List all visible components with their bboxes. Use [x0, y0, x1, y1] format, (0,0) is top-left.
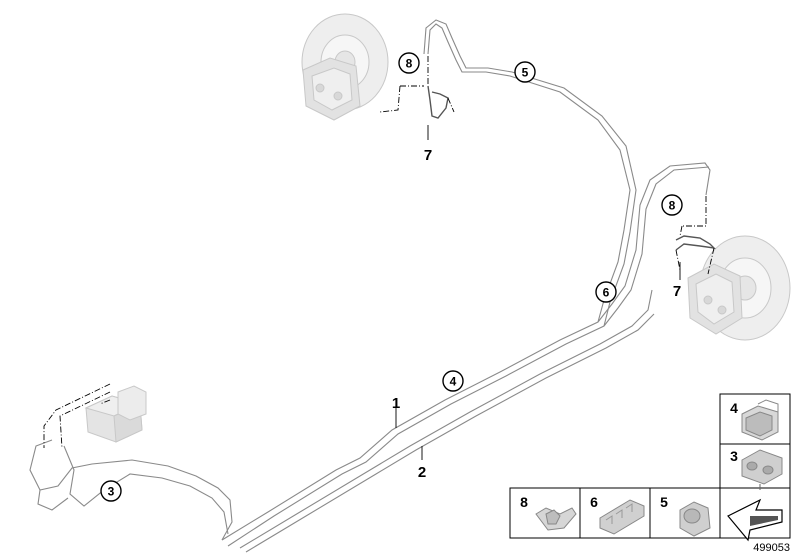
multi-pipe-clip-icon	[599, 499, 645, 535]
brake-pipe-1-outer	[227, 166, 710, 547]
legend-item-4-number: 4	[730, 400, 738, 416]
brake-pipe-3	[29, 439, 233, 541]
brake-pipe-lines	[29, 19, 711, 553]
legend-item-6: 6	[590, 494, 645, 535]
arrow-icon	[727, 498, 783, 542]
callout-6: 6	[595, 281, 617, 303]
brake-pipe-1	[221, 162, 711, 541]
spring-clip-icon	[535, 507, 577, 531]
label-7-right: 7	[673, 283, 681, 300]
callout-8-top-text: 8	[406, 57, 413, 71]
label-1: 1	[392, 395, 400, 412]
brake-pipe-3-c	[37, 489, 69, 511]
legend-item-5-number: 5	[660, 494, 668, 510]
label-2: 2	[418, 464, 426, 481]
front-left-brake-assembly	[301, 13, 389, 121]
callout-3: 3	[100, 480, 122, 502]
legend-item-3-number: 3	[730, 448, 738, 464]
legend-item-6-number: 6	[590, 494, 598, 510]
double-clip-icon	[741, 399, 779, 441]
single-pipe-clip-icon	[679, 501, 711, 537]
brake-hoses	[427, 85, 716, 251]
legend-item-5: 5	[660, 494, 711, 537]
front-right-brake-assembly	[687, 235, 791, 341]
brake-hose-top	[427, 85, 449, 119]
brake-pipe-2	[239, 289, 653, 549]
leader-tails	[395, 125, 681, 460]
pipe-holder-icon	[741, 449, 783, 490]
diagram-reference-number: 499053	[753, 542, 790, 554]
brake-pipe-2-outer	[245, 313, 655, 553]
hydraulic-unit	[84, 385, 147, 443]
label-7-top: 7	[424, 147, 432, 164]
callout-6-text: 6	[603, 286, 610, 300]
brake-pipe-3-b	[63, 445, 229, 535]
legend-item-8-number: 8	[520, 494, 528, 510]
callout-8-right: 8	[661, 194, 683, 216]
leader-lines	[43, 56, 715, 449]
parts-legend: 4 3 8 6	[509, 393, 791, 542]
brake-hose-right	[675, 235, 716, 251]
legend-item-4: 4	[730, 399, 779, 441]
legend-item-3: 3	[730, 448, 783, 490]
callout-8-top: 8	[398, 52, 420, 74]
callout-5-text: 5	[522, 66, 529, 80]
callout-5: 5	[514, 61, 536, 83]
callout-4-text: 4	[450, 375, 457, 389]
callout-4: 4	[442, 370, 464, 392]
brake-pipe-5	[427, 23, 631, 323]
legend-item-8: 8	[520, 494, 577, 531]
brake-pipe-5-outer	[423, 19, 637, 327]
callout-3-text: 3	[108, 485, 115, 499]
callout-8-right-text: 8	[669, 199, 676, 213]
